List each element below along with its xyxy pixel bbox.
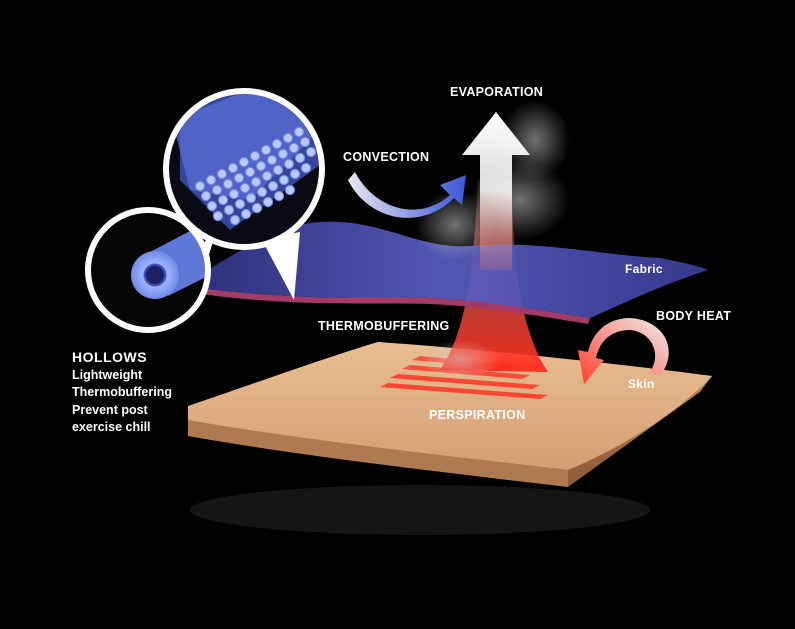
body-heat-arrow-icon [578,318,669,384]
fabric-label: Fabric [625,262,663,276]
convection-arrow-icon [348,172,466,218]
thermobuffering-label: THERMOBUFFERING [318,319,450,333]
hollows-item: Lightweight [72,367,143,382]
hollows-title: HOLLOWS [72,349,148,365]
skin-label: Skin [628,377,655,391]
hollows-item: Thermobuffering [72,385,172,399]
fiber-bundle-magnifier-icon [163,88,325,250]
skin-reflection [190,485,650,535]
perspiration-label: PERSPIRATION [429,408,526,422]
callout-pointer [262,232,300,300]
fabric-layer [180,221,708,324]
evaporation-label: EVAPORATION [450,85,544,99]
hollows-legend: HOLLOWS Lightweight Thermobuffering Prev… [72,349,172,437]
skin-layer [188,342,712,487]
evaporation-arrow-icon [462,112,530,270]
convection-label: CONVECTION [343,150,430,164]
hollows-item: exercise chill [72,420,151,434]
single-hollow-fiber-magnifier-icon [85,207,211,333]
body-heat-label: BODY HEAT [656,309,732,323]
hollows-item: Prevent post [72,402,148,417]
